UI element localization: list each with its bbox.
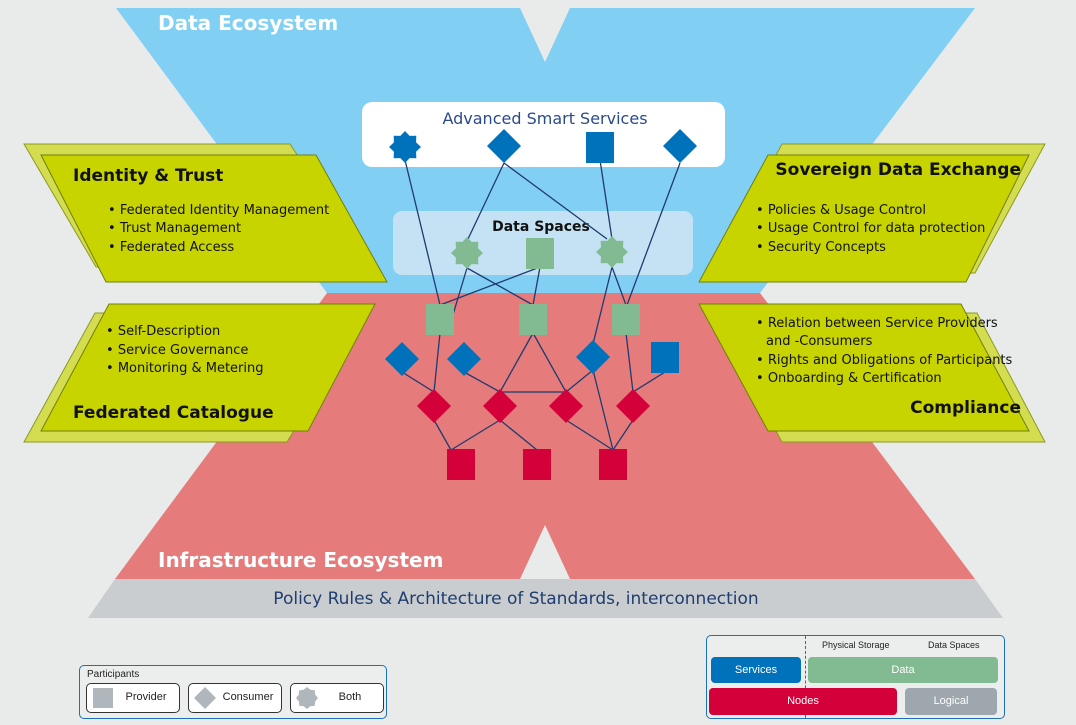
connection-link (565, 369, 594, 393)
dataspace-both-node (596, 236, 628, 268)
network-nodes (385, 129, 697, 480)
connection-link (433, 332, 441, 393)
service-consumer-node (663, 129, 697, 163)
panel-title: Sovereign Data Exchange (775, 160, 1021, 180)
bullet-item: • Onboarding & Certification (756, 371, 942, 386)
legend-data: Data (808, 657, 998, 683)
infrastructure-ecosystem-title: Infrastructure Ecosystem (158, 548, 443, 572)
service-consumer-node (576, 340, 610, 374)
panel-title: Identity & Trust (73, 166, 223, 186)
infra-consumer-node (549, 389, 583, 423)
consumer-diamond-icon (194, 687, 216, 709)
connection-link (625, 332, 634, 393)
service-consumer-node (385, 342, 419, 376)
advanced-smart-services-title: Advanced Smart Services (442, 109, 647, 128)
bullet-item: • Self-Description (106, 324, 220, 339)
connection-link (532, 266, 541, 306)
connection-link (451, 267, 468, 319)
connection-link (626, 162, 681, 306)
panel-title: Federated Catalogue (73, 403, 274, 423)
dataspace-both-node (451, 237, 483, 269)
storage-provider-node (426, 304, 454, 335)
connection-link (611, 266, 627, 306)
infra-consumer-node (417, 389, 451, 423)
infra-consumer-node (616, 389, 650, 423)
connection-link (599, 159, 613, 240)
infra-provider-node (447, 449, 475, 480)
legend-consumer: Consumer (188, 683, 282, 713)
connection-link (592, 369, 614, 451)
legend-provider-label: Provider (125, 691, 167, 703)
legend-provider: Provider (86, 683, 180, 713)
storage-provider-node (519, 304, 547, 335)
data-ecosystem-title: Data Ecosystem (158, 11, 338, 35)
advanced-smart-services-box (362, 102, 725, 167)
connection-links (401, 159, 681, 451)
bullet-item: • Security Concepts (756, 240, 886, 255)
bullet-item: • Policies & Usage Control (756, 203, 926, 218)
policy-bar (88, 579, 1003, 618)
connection-link (467, 162, 505, 240)
compliance-panel: • Relation between Service Providers and… (698, 303, 1046, 443)
connection-link (592, 266, 613, 345)
header-data-spaces: Data Spaces (928, 640, 980, 650)
connection-link (503, 162, 608, 240)
legend-logical: Logical (905, 688, 997, 715)
connection-link (463, 371, 501, 393)
connection-link (401, 371, 435, 393)
infra-consumer-node (483, 389, 517, 423)
service-both-node (389, 131, 421, 163)
panel-title: Compliance (910, 398, 1021, 418)
legend-divider (805, 636, 806, 718)
federated-catalogue-panel: • Self-Description • Service Governance … (23, 303, 376, 443)
sovereign-data-exchange-panel: Sovereign Data Exchange • Policies & Usa… (698, 143, 1046, 283)
bullet-item: • Monitoring & Metering (106, 361, 264, 376)
connection-link (404, 159, 441, 306)
infra-provider-node (599, 449, 627, 480)
connection-link (499, 332, 534, 393)
dataspace-provider-node (526, 238, 554, 269)
bullet-item: • Usage Control for data protection (756, 221, 985, 236)
legend-both: Both (290, 683, 384, 713)
both-star-icon (296, 687, 318, 709)
bullet-item: • Trust Management (108, 221, 241, 236)
legend-both-label: Both (338, 691, 362, 703)
connection-link (532, 332, 567, 393)
policy-bar-label: Policy Rules & Architecture of Standards… (273, 589, 758, 609)
data-spaces-title: Data Spaces (492, 219, 590, 235)
service-consumer-node (447, 342, 481, 376)
connection-link (433, 419, 452, 451)
bullet-item: and -Consumers (766, 334, 873, 349)
service-provider-node (586, 132, 614, 163)
service-consumer-node (487, 129, 521, 163)
connection-link (466, 267, 534, 306)
legend-consumer-label: Consumer (222, 691, 274, 703)
connection-link (632, 371, 666, 393)
participants-legend: Participants Provider Consumer Both (79, 665, 387, 719)
connection-link (612, 419, 634, 451)
infra-provider-node (523, 449, 551, 480)
storage-provider-node (612, 304, 640, 335)
connection-link (499, 419, 538, 451)
participants-legend-title: Participants (87, 669, 140, 680)
bullet-item: • Relation between Service Providers (756, 316, 998, 331)
layers-legend: Physical Storage Data Spaces Services Da… (706, 635, 1005, 719)
connection-link (565, 419, 614, 451)
bullet-item: • Federated Access (108, 240, 234, 255)
identity-trust-panel: Identity & Trust • Federated Identity Ma… (23, 143, 388, 283)
legend-services: Services (711, 657, 801, 683)
service-provider-node (651, 342, 679, 373)
connection-link (450, 419, 501, 451)
legend-nodes: Nodes (709, 688, 897, 715)
bullet-item: • Service Governance (106, 343, 248, 358)
header-physical-storage: Physical Storage (822, 640, 890, 650)
connection-link (439, 266, 541, 306)
provider-square-icon (93, 688, 113, 708)
bullet-item: • Federated Identity Management (108, 203, 329, 218)
bullet-item: • Rights and Obligations of Participants (756, 353, 1013, 368)
